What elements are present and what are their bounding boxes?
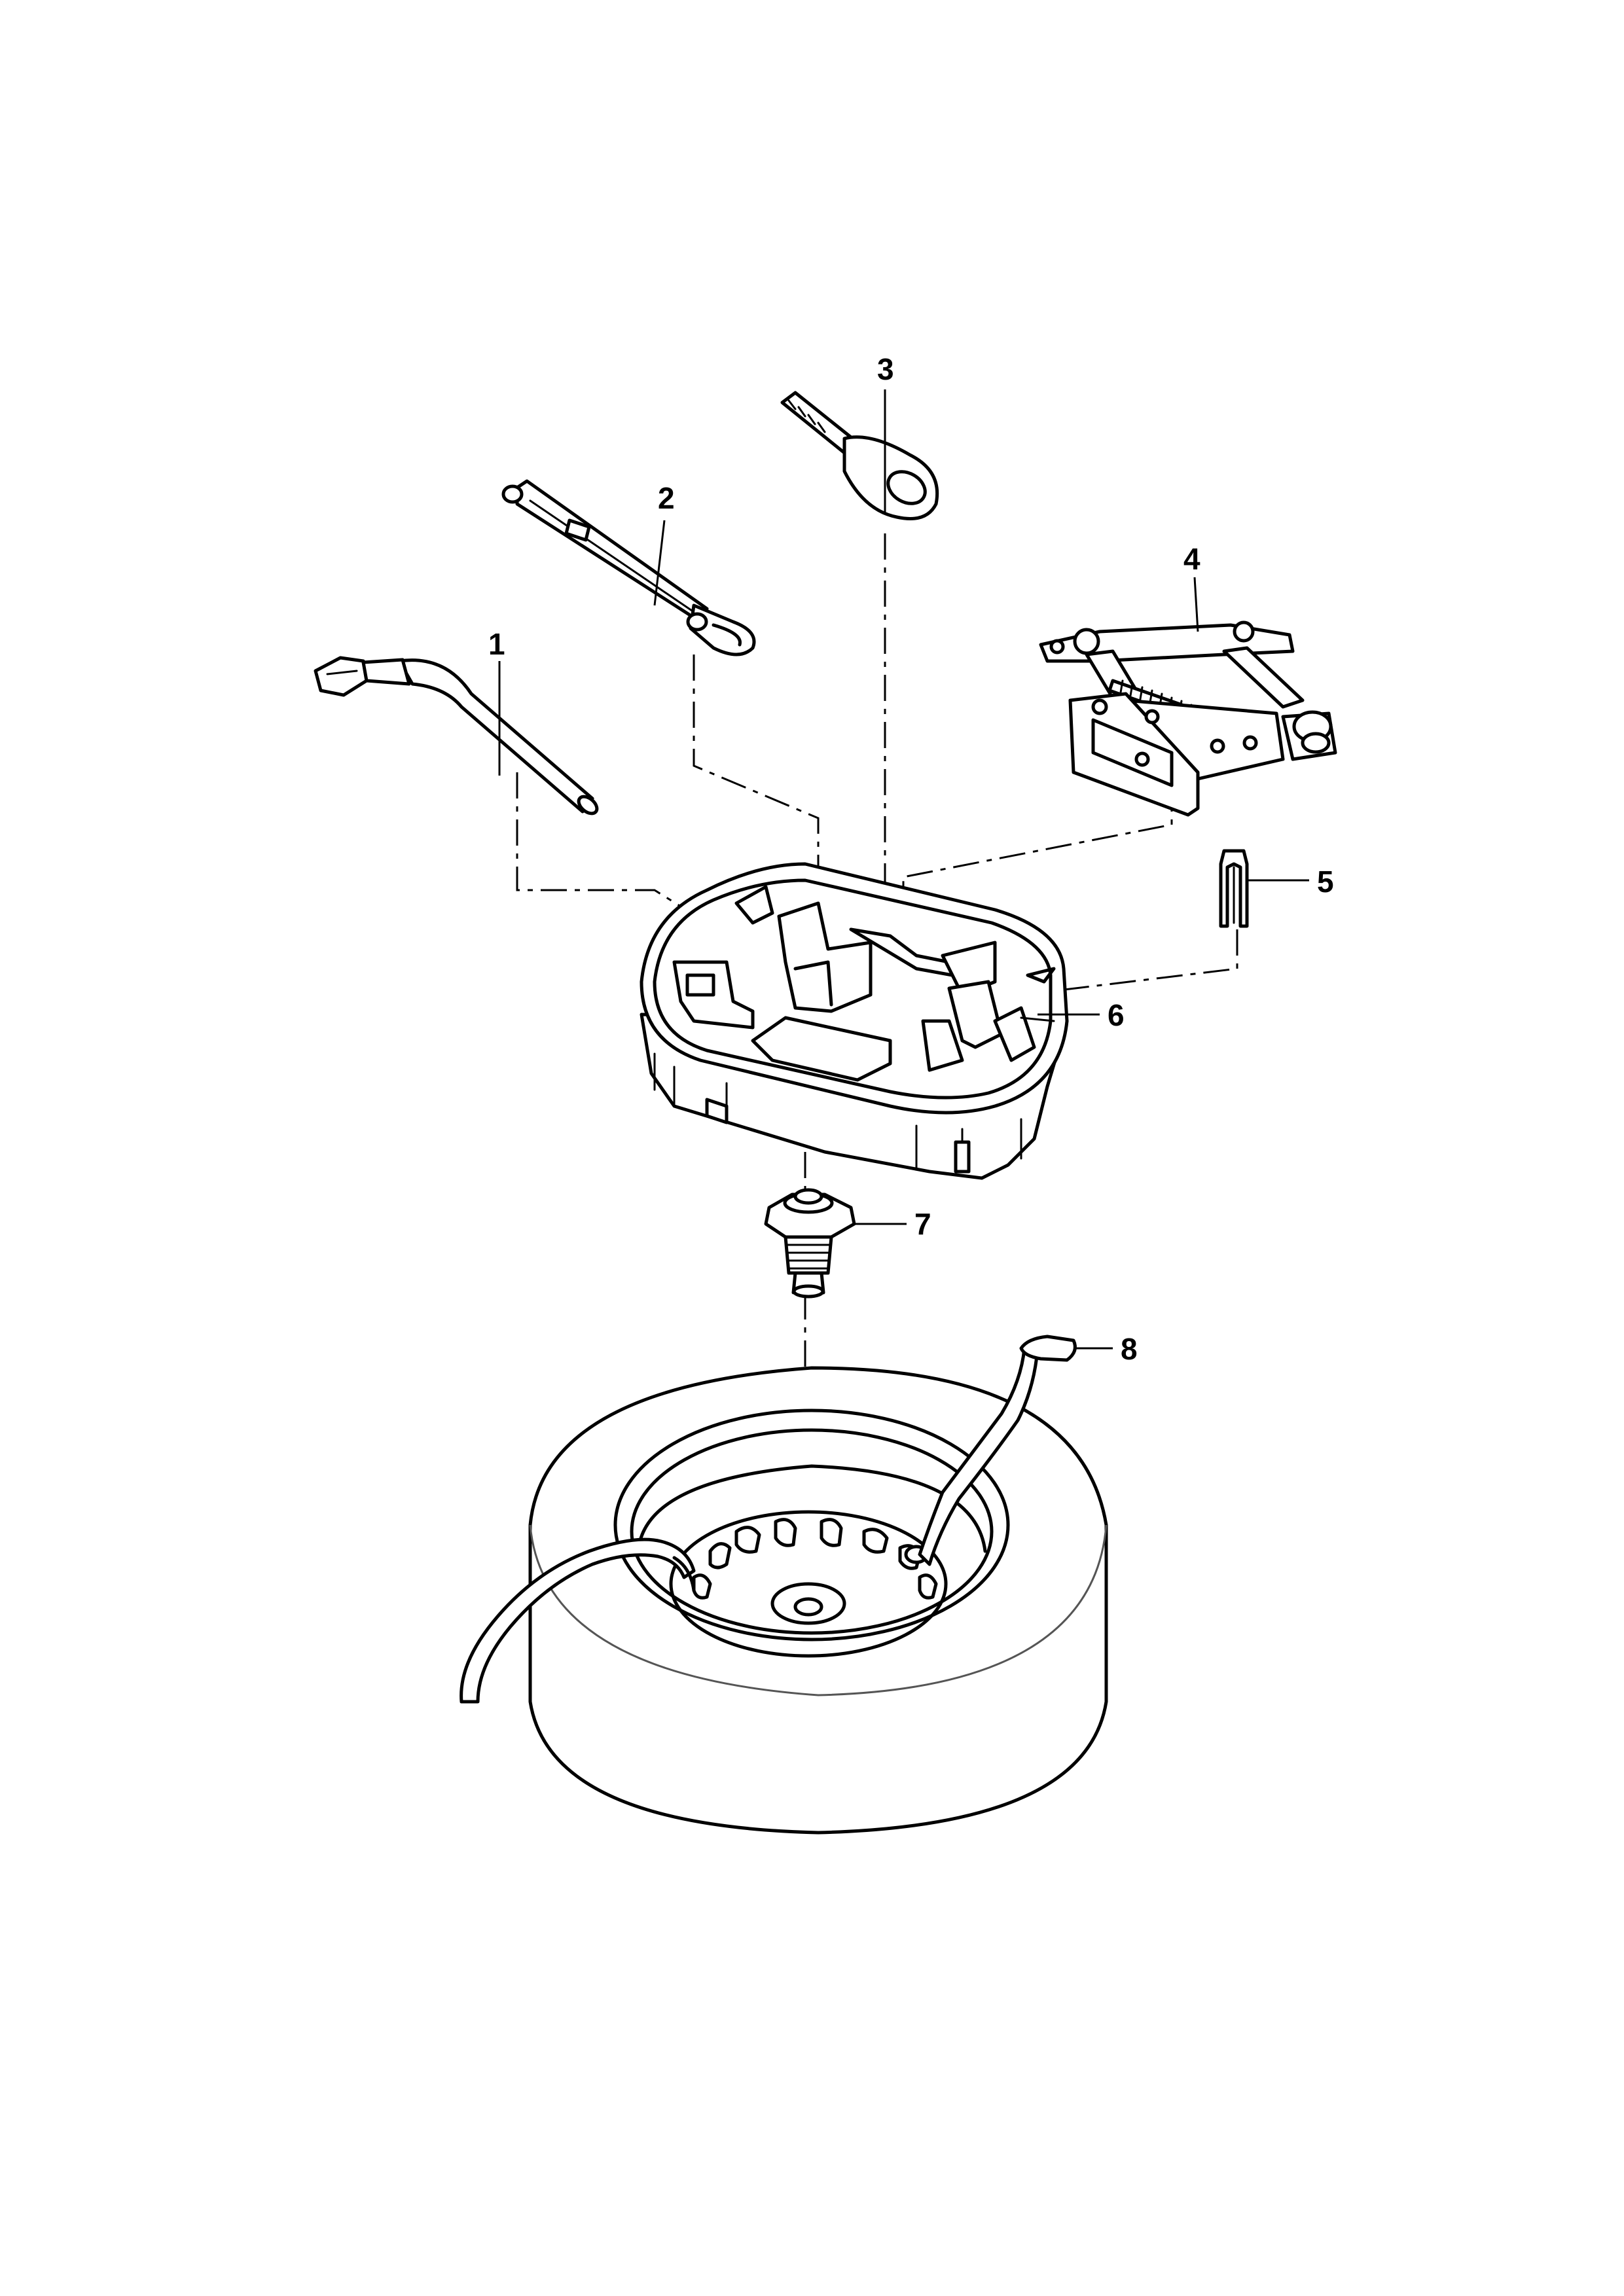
callout-1: 1 [488, 627, 505, 661]
wheel-brace [314, 656, 599, 816]
scissor-jack [1039, 620, 1337, 817]
hold-down-knob [764, 1188, 856, 1299]
callout-3: 3 [877, 352, 894, 386]
callout-2: 2 [658, 481, 675, 515]
callout-labels: 1 2 3 4 5 6 7 8 [488, 352, 1334, 1366]
callout-6: 6 [1108, 998, 1125, 1032]
tool-tray [640, 862, 1069, 1180]
callout-4: 4 [1183, 542, 1200, 576]
callout-5: 5 [1317, 865, 1334, 899]
callout-7: 7 [914, 1207, 931, 1241]
clip [1219, 849, 1249, 928]
towing-eye [780, 391, 939, 520]
screwdriver-tool [501, 479, 756, 656]
leader-lines [498, 389, 1309, 1350]
spare-wheel [460, 1335, 1108, 1835]
callout-8: 8 [1121, 1332, 1138, 1366]
